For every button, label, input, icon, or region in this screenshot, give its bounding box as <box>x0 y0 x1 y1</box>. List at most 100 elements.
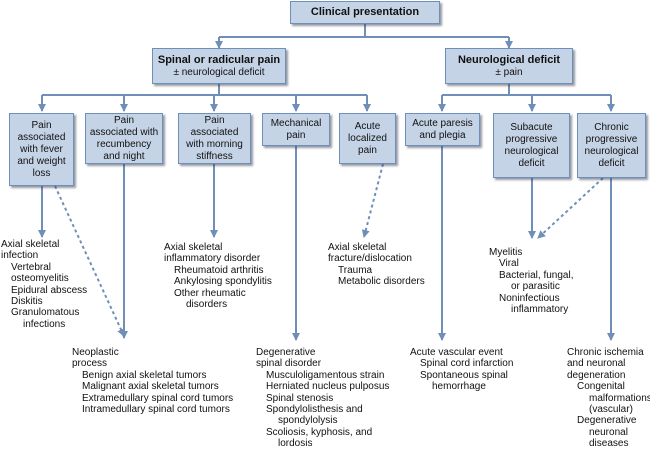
category-recumbency-box: Pain associated with recumbency and nigh… <box>85 113 163 164</box>
diagnosis-infection-line: Diskitis <box>11 296 43 308</box>
category-localized-line: pain <box>358 144 377 156</box>
diagnosis-chronic-line: malformations <box>589 392 650 404</box>
category-chronic-box: Chronic progressive neurological deficit <box>577 113 646 178</box>
category-mechanical-box: Mechanical pain <box>262 113 330 146</box>
diagnosis-vascular-line: Acute vascular event <box>410 347 503 358</box>
category-subacute-line: deficit <box>518 157 545 169</box>
category-chronic-line: Chronic <box>594 121 629 133</box>
category-fever-line: loss <box>32 167 51 179</box>
diagnosis-fracture-line: fracture/dislocation <box>328 253 412 265</box>
category-subacute-line: progressive <box>505 133 558 145</box>
branch-spinal-box: Spinal or radicular pain ± neurological … <box>152 48 286 84</box>
category-recumbency-line: and night <box>103 150 145 162</box>
category-recumbency-line: associated with <box>89 126 159 138</box>
category-mechanical-line: pain <box>286 129 306 141</box>
diagnosis-degenerative-line: lordosis <box>278 438 313 450</box>
diagnosis-fracture-line: Trauma <box>338 264 373 276</box>
diagnosis-myelitis-line: Noninfectious <box>499 292 560 304</box>
diagnosis-inflammatory-line: inflammatory disorder <box>164 253 261 265</box>
diagnosis-inflammatory-line: Axial skeletal <box>164 242 223 253</box>
diagnosis-chronic-line: Chronic ischemia <box>567 347 644 358</box>
diagnosis-myelitis-line: or parasitic <box>511 281 560 293</box>
category-chronic-line: deficit <box>598 157 625 169</box>
diagnosis-chronic-line: neuronal <box>589 426 628 438</box>
category-localized-line: Acute <box>354 120 381 132</box>
category-fever-line: Pain <box>31 119 52 131</box>
category-morning-line: associated <box>190 126 239 138</box>
diagnosis-myelitis-line: Myelitis <box>489 247 523 258</box>
diagnosis-infection-line: Axial skeletal <box>1 239 60 250</box>
diagnosis-chronic-line: and neuronal <box>567 358 626 370</box>
diagnosis-inflammatory-line: Rheumatoid arthritis <box>174 264 264 276</box>
category-chronic-line: progressive <box>585 133 638 145</box>
diagnosis-degenerative-line: Spondylolisthesis and <box>266 404 363 416</box>
diagnosis-neoplastic-line: Malignant axial skeletal tumors <box>82 381 219 393</box>
diagnosis-neoplastic-line: Neoplastic <box>72 347 119 358</box>
category-localized-line: localized <box>348 132 387 144</box>
diagnosis-neoplastic-line: Intramedullary spinal cord tumors <box>82 404 230 416</box>
diagnosis-degenerative-line: Herniated nucleus pulposus <box>266 381 390 393</box>
diagnosis-degenerative-line: Degenerative <box>256 347 316 358</box>
category-fever-box: Pain associated with fever and weight lo… <box>9 113 74 186</box>
connector-chronic-to-myelitis-dotted <box>537 177 604 239</box>
diagnosis-vascular-line: Spontaneous spinal <box>420 369 508 381</box>
diagnosis-myelitis-line: Viral <box>499 258 519 270</box>
branch-spinal-subtitle: ± neurological deficit <box>173 66 265 78</box>
category-chronic-line: neurological <box>584 145 639 157</box>
diagnosis-infection-line: osteomyelitis <box>11 273 69 285</box>
root-box: Clinical presentation <box>290 1 440 24</box>
branch-neuro-box: Neurological deficit ± pain <box>445 48 573 84</box>
diagnosis-infection-line: Epidural abscess <box>11 284 88 296</box>
diagnosis-inflammatory-line: Other rheumatic <box>174 287 246 299</box>
diagnosis-neoplastic-line: Benign axial skeletal tumors <box>82 369 207 381</box>
category-localized-box: Acute localized pain <box>339 113 396 164</box>
diagnosis-infection-line: infections <box>23 318 66 330</box>
diagnosis-vascular-line: hemorrhage <box>432 381 486 393</box>
diagnosis-myelitis-line: inflammatory <box>511 304 569 316</box>
category-morning-box: Pain associated with morning stiffness <box>178 113 251 164</box>
category-subacute-box: Subacute progressive neurological defici… <box>493 113 570 178</box>
category-recumbency-line: Pain <box>113 114 134 126</box>
diagnosis-vascular-line: Spinal cord infarction <box>420 358 514 370</box>
diagnosis-inflammatory-line: Ankylosing spondylitis <box>174 276 272 288</box>
diagnosis-fracture-line: Metabolic disorders <box>338 276 425 288</box>
category-fever-line: associated <box>17 131 66 143</box>
category-paresis-line: Acute paresis <box>412 117 473 129</box>
diagnosis-chronic-line: (vascular) <box>589 404 633 416</box>
branch-neuro-subtitle: ± pain <box>495 66 523 78</box>
diagnosis-degenerative-line: spinal disorder <box>256 358 322 370</box>
branch-neuro-title: Neurological deficit <box>457 53 561 66</box>
diagnosis-chronic-line: Congenital <box>577 381 625 393</box>
connector-localized-to-fracture-dotted <box>361 163 384 238</box>
root-label: Clinical presentation <box>310 6 420 18</box>
diagnosis-chronic-line: degeneration <box>567 369 626 381</box>
diagnosis-fracture-line: Axial skeletal <box>328 242 387 253</box>
category-paresis-box: Acute paresis and plegia <box>405 113 480 146</box>
branch-spinal-title: Spinal or radicular pain <box>157 53 281 66</box>
diagnosis-chronic-line: diseases <box>589 438 629 450</box>
category-subacute-line: neurological <box>504 145 559 157</box>
diagnosis-infection-line: Vertebral <box>11 261 52 273</box>
diagnosis-neoplastic-line: Extramedullary spinal cord tumors <box>82 392 234 404</box>
category-subacute-line: Subacute <box>510 121 553 133</box>
diagnosis-degenerative-line: Spinal stenosis <box>266 392 334 404</box>
category-mechanical-line: Mechanical <box>270 117 322 129</box>
diagnosis-neoplastic-line: process <box>72 358 108 370</box>
category-morning-line: stiffness <box>196 150 233 162</box>
category-morning-line: Pain <box>204 114 225 126</box>
category-fever-line: and weight <box>17 155 66 167</box>
diagnosis-infection-line: infection <box>1 250 39 262</box>
diagnosis-degenerative-line: Scoliosis, kyphosis, and <box>266 426 373 438</box>
category-paresis-line: and plegia <box>419 129 466 141</box>
category-fever-line: with fever <box>20 143 63 155</box>
diagnosis-degenerative-line: Musculoligamentous strain <box>266 369 385 381</box>
category-recumbency-line: recumbency <box>96 138 152 150</box>
